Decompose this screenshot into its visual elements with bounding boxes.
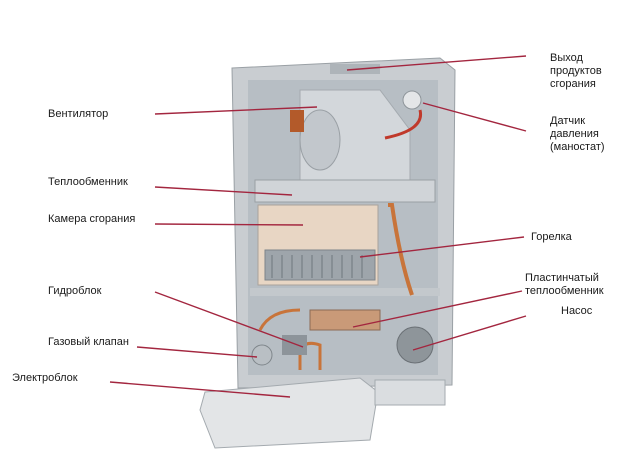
leader-pressure-switch	[422, 102, 527, 132]
leader-pump	[412, 315, 527, 351]
electronics-box	[199, 377, 379, 449]
leader-fan	[154, 106, 318, 115]
label-electronics: Электроблок	[12, 372, 78, 384]
label-gas-valve: Газовый клапан	[48, 336, 129, 348]
label-exhaust: Выход продуктов сгорания	[550, 52, 602, 90]
pressure-switch	[402, 90, 422, 110]
copper-pipe	[388, 203, 414, 296]
pump	[396, 326, 434, 364]
leader-gas-valve	[136, 346, 258, 358]
label-pressure-switch: Датчик давления (маностат)	[550, 115, 605, 153]
leader-exhaust	[346, 55, 527, 71]
fan-motor	[290, 110, 304, 132]
label-heat-exchanger: Теплообменник	[48, 176, 128, 188]
label-hydroblock: Гидроблок	[48, 285, 102, 297]
leader-burner	[359, 236, 525, 258]
label-burner: Горелка	[531, 231, 572, 243]
hydroblock	[282, 335, 307, 355]
leader-lines	[109, 55, 527, 398]
plate-heat-exchanger	[309, 309, 381, 331]
fan	[299, 109, 341, 171]
heat-exchanger	[254, 179, 436, 203]
leader-heat-exchanger	[154, 186, 293, 196]
boiler-illustration	[199, 57, 456, 449]
label-combustion-chamber: Камера сгорания	[48, 213, 136, 225]
burner	[264, 249, 376, 281]
gas-valve	[251, 344, 273, 366]
leader-combustion-chamber	[154, 223, 304, 226]
label-plate-hx: Пластинчатый теплообменник	[525, 272, 604, 297]
label-pump: Насос	[561, 305, 593, 317]
leader-plate-hx	[352, 290, 523, 328]
label-fan: Вентилятор	[48, 108, 109, 120]
leader-electronics	[109, 381, 291, 398]
leader-hydroblock	[154, 291, 304, 348]
